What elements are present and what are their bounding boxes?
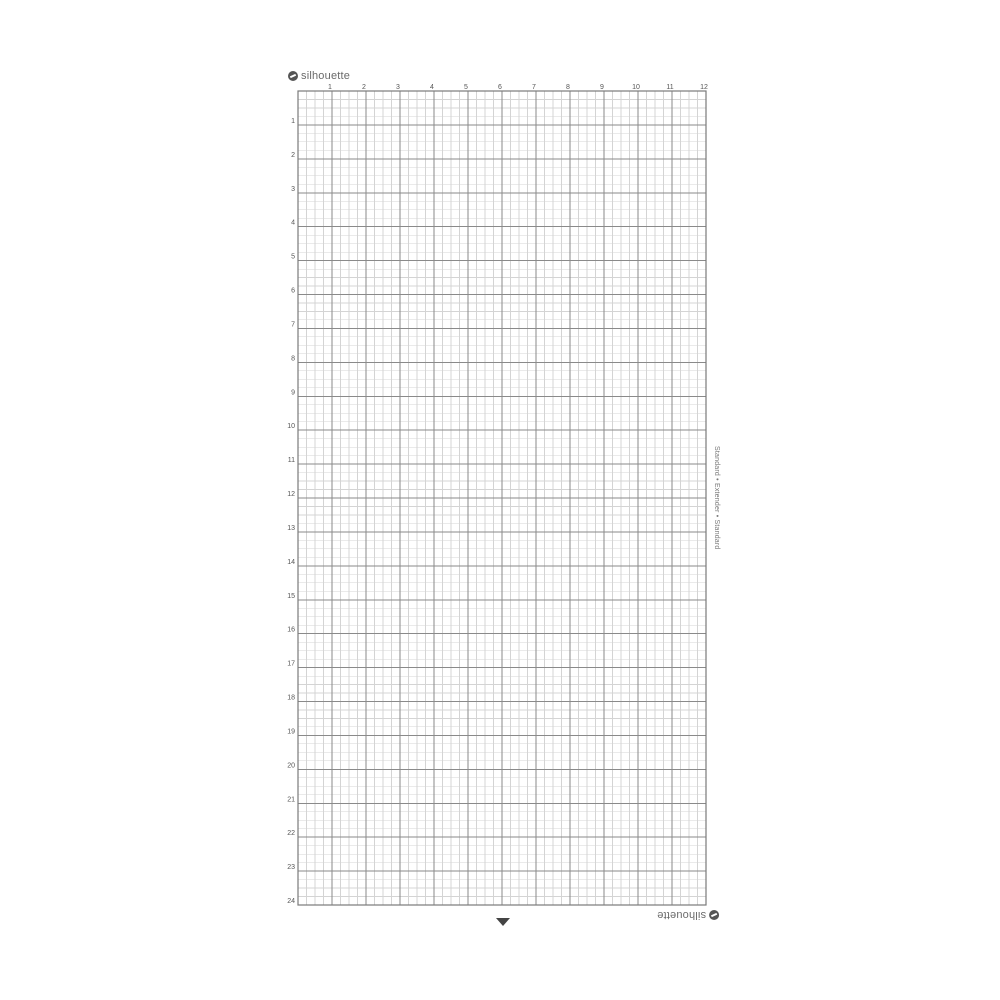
column-tick-label: 5 xyxy=(464,84,468,91)
column-tick-label: 2 xyxy=(362,84,366,91)
row-tick-label: 5 xyxy=(291,254,295,261)
row-tick-label: 14 xyxy=(287,559,295,566)
column-tick-label: 8 xyxy=(566,84,570,91)
silhouette-logo-icon xyxy=(709,910,720,920)
row-tick-label: 21 xyxy=(287,796,295,803)
row-tick-label: 8 xyxy=(291,355,295,362)
row-tick-label: 1 xyxy=(291,118,295,125)
column-tick-label: 9 xyxy=(600,84,604,91)
row-tick-label: 24 xyxy=(287,898,295,905)
column-tick-label: 7 xyxy=(532,84,536,91)
mat-type-side-label: Standard • Extender • Standard xyxy=(713,446,720,550)
column-tick-label: 3 xyxy=(396,84,400,91)
row-tick-label: 22 xyxy=(287,830,295,837)
row-tick-label: 15 xyxy=(287,593,295,600)
feed-direction-arrow-icon xyxy=(496,918,510,926)
row-tick-label: 6 xyxy=(291,288,295,295)
row-tick-label: 18 xyxy=(287,695,295,702)
column-tick-label: 11 xyxy=(666,84,673,91)
row-tick-label: 13 xyxy=(287,525,295,532)
brand-text-bottom: silhouette xyxy=(657,909,707,921)
column-tick-label: 6 xyxy=(498,84,502,91)
row-tick-label: 3 xyxy=(291,186,295,193)
row-tick-label: 10 xyxy=(287,423,295,430)
column-tick-label: 10 xyxy=(632,84,640,91)
row-tick-label: 17 xyxy=(287,661,295,668)
row-tick-label: 7 xyxy=(291,321,295,328)
row-tick-label: 4 xyxy=(291,220,295,227)
row-tick-label: 2 xyxy=(291,152,295,159)
row-tick-label: 9 xyxy=(291,389,295,396)
row-tick-label: 23 xyxy=(287,864,295,871)
mat-border xyxy=(297,90,707,906)
brand-logo-bottom: silhouette xyxy=(657,909,720,921)
column-tick-label: 1 xyxy=(328,84,332,91)
row-tick-label: 16 xyxy=(287,627,295,634)
brand-text-top: silhouette xyxy=(301,70,351,82)
silhouette-logo-icon xyxy=(288,71,298,81)
column-tick-label: 4 xyxy=(430,84,434,91)
row-tick-label: 19 xyxy=(287,728,295,735)
row-tick-label: 11 xyxy=(288,457,295,464)
row-tick-label: 20 xyxy=(287,762,295,769)
column-tick-label: 12 xyxy=(700,84,708,91)
row-tick-label: 12 xyxy=(287,491,295,498)
brand-logo-top: silhouette xyxy=(288,70,350,82)
